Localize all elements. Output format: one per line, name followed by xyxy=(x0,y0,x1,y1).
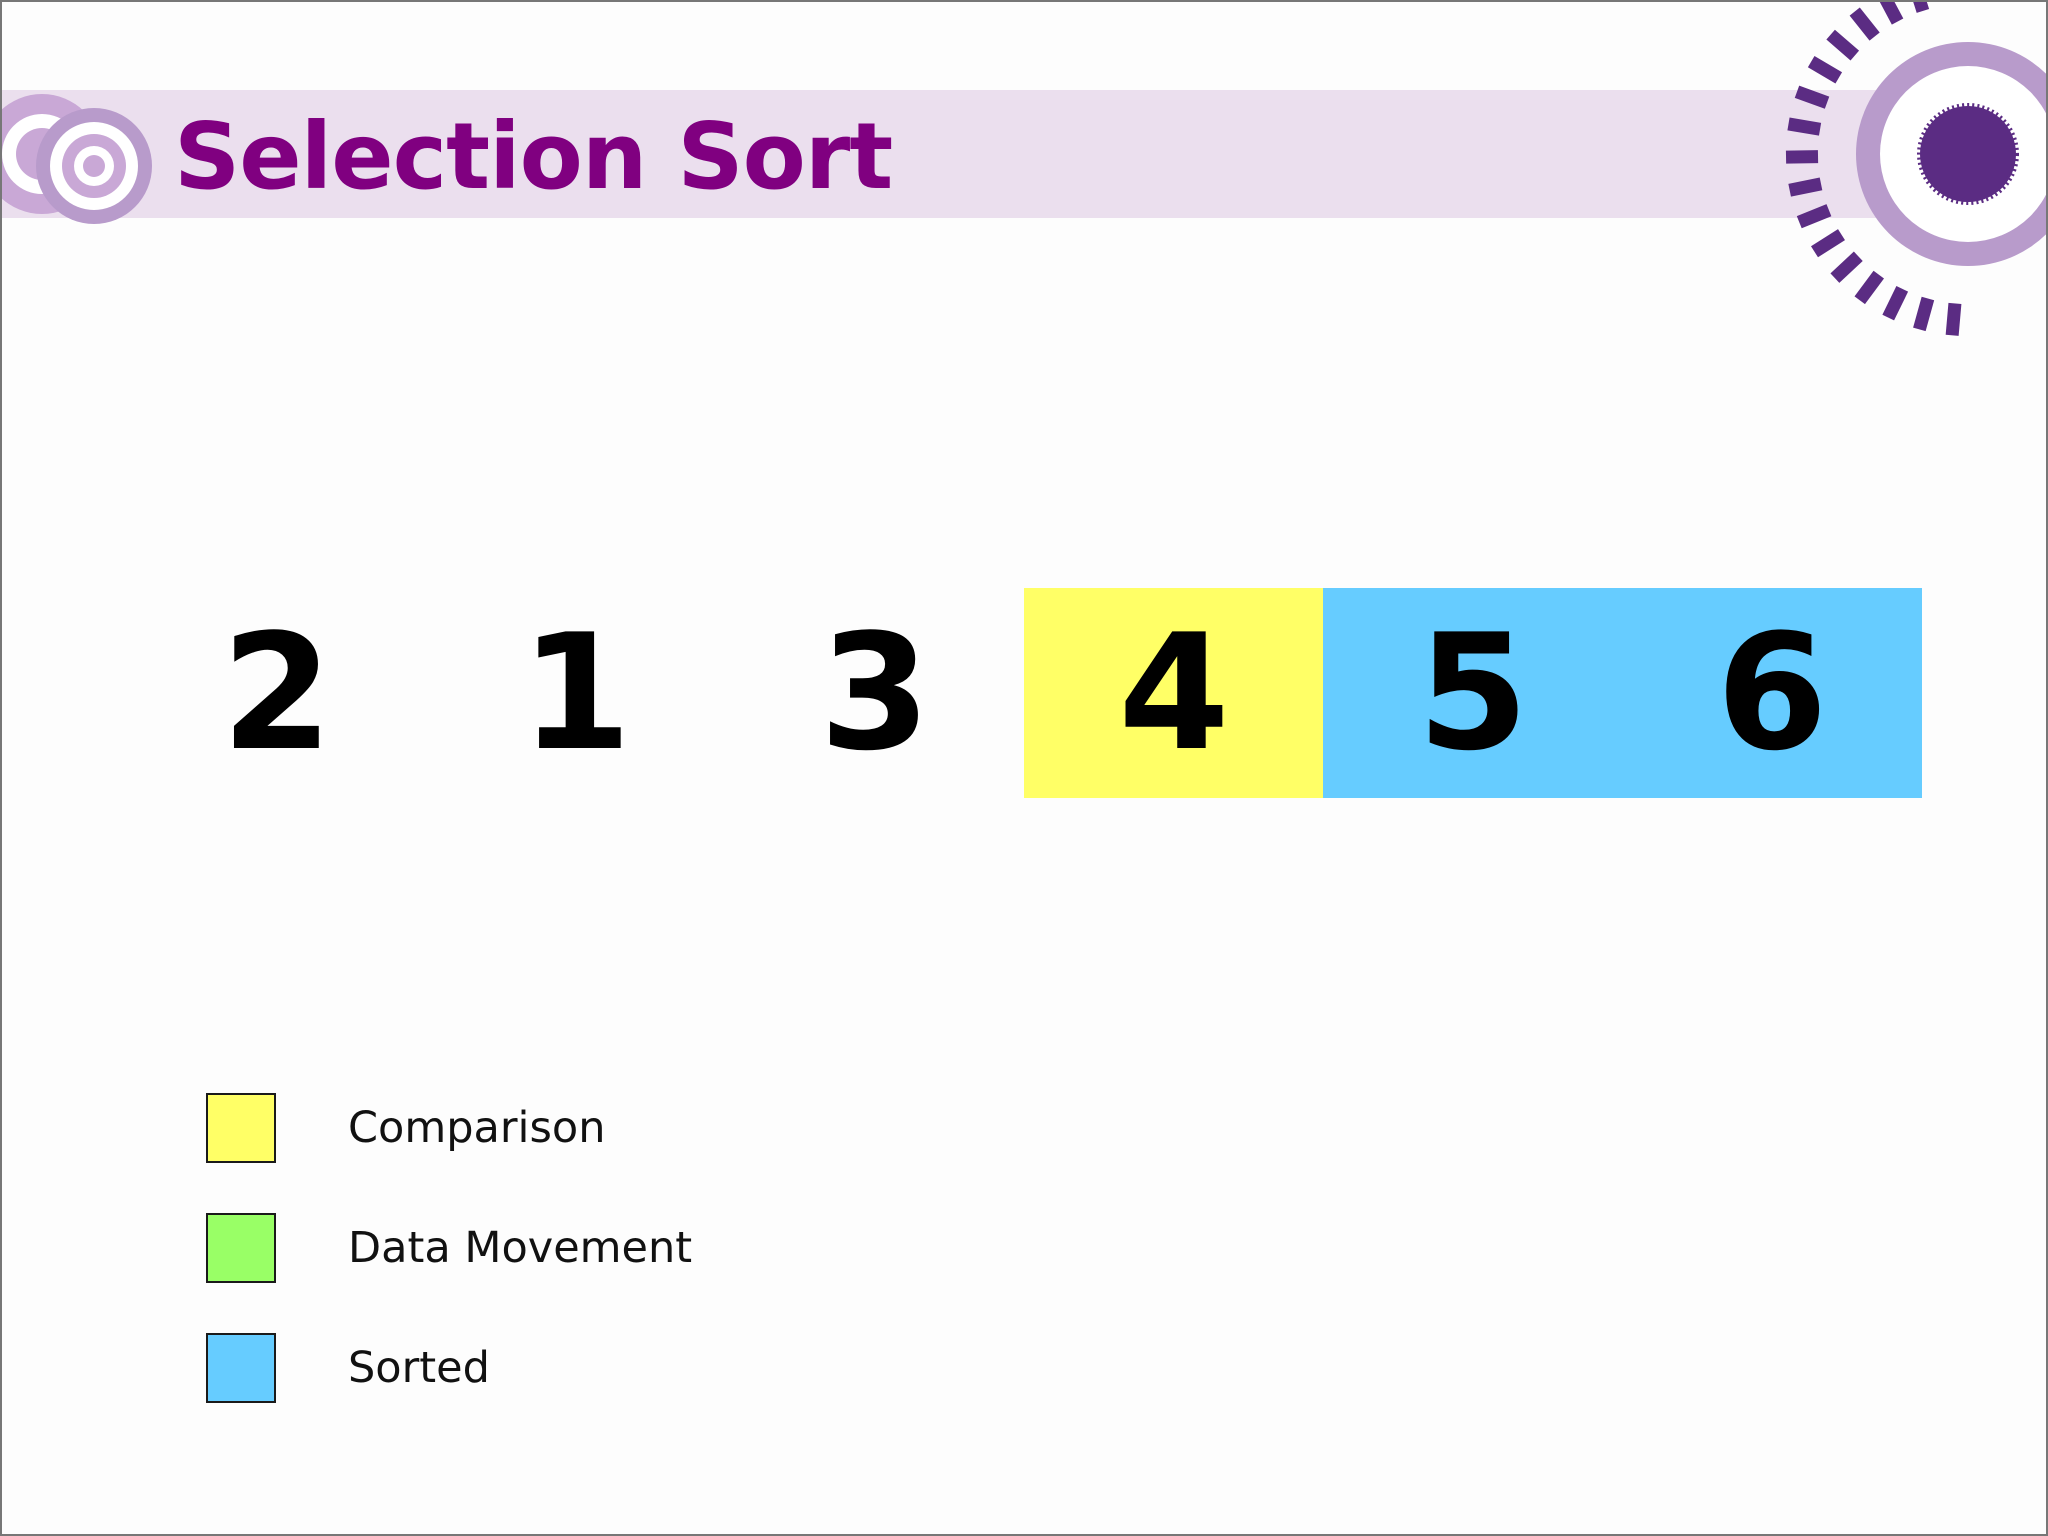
legend-swatch-sorted xyxy=(206,1333,276,1403)
sunburst-decoration-icon xyxy=(1785,2,2046,336)
deco-dash xyxy=(1826,29,1860,61)
deco-dash xyxy=(1882,285,1909,321)
array-cell-2: 1 xyxy=(520,599,632,786)
array-cell-3: 3 xyxy=(819,599,931,786)
deco-dash xyxy=(1913,2,1930,13)
legend-label: Sorted xyxy=(348,1343,490,1393)
deco-dash xyxy=(1807,56,1843,84)
deco-dash xyxy=(1854,270,1885,305)
array-cell-4: 4 xyxy=(1024,588,1324,798)
deco-dash xyxy=(1787,117,1822,136)
deco-dash xyxy=(1849,7,1880,41)
legend-label: Comparison xyxy=(348,1103,606,1153)
deco-dash xyxy=(1879,2,1904,25)
title-band xyxy=(2,90,2046,218)
deco-dash xyxy=(1811,229,1845,258)
array-cell-1: 2 xyxy=(221,599,333,786)
legend-swatch-movement xyxy=(206,1213,276,1283)
deco-dash xyxy=(1794,85,1830,109)
concentric-circles-logo-icon xyxy=(2,94,152,224)
deco-dash xyxy=(1830,251,1863,283)
page-title: Selection Sort xyxy=(174,103,893,210)
array-cell-5: 5 xyxy=(1323,588,1623,798)
deco-dash xyxy=(1785,150,1819,164)
legend-swatch-comparison xyxy=(206,1093,276,1163)
deco-dash xyxy=(1796,204,1832,229)
legend-label: Data Movement xyxy=(348,1223,693,1273)
deco-dash xyxy=(1788,177,1823,197)
deco-dash xyxy=(1945,302,1962,336)
deco-dash xyxy=(1913,296,1935,332)
array-cell-6: 6 xyxy=(1622,588,1922,798)
